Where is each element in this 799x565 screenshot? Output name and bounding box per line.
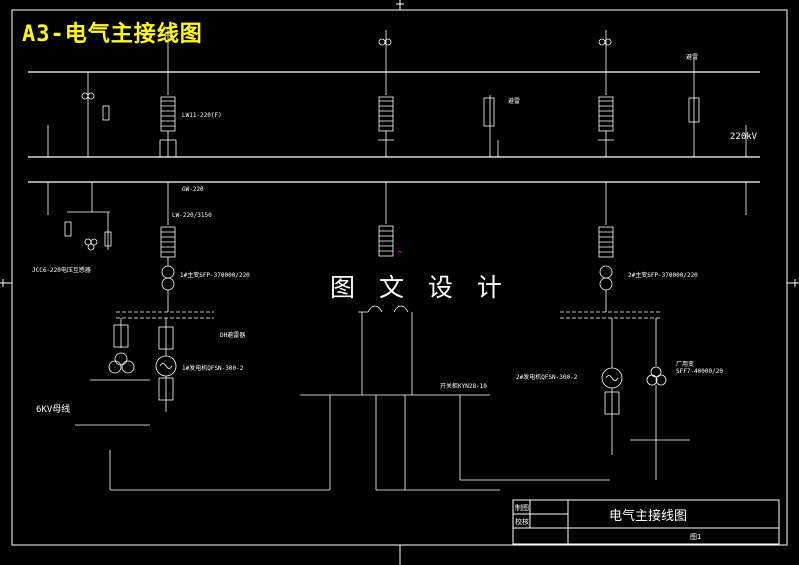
middle-feeder — [300, 30, 610, 491]
t2-label: 2#主变SFP-370000/220 — [628, 272, 698, 279]
title-block-name: 电气主接线图 — [608, 509, 687, 524]
left-vt-branch — [47, 72, 112, 251]
switchgear-label: 开关柜KYN28-10 — [440, 383, 487, 390]
right-top-label: 避雷 — [686, 54, 699, 61]
title-block-sheet: 图1 — [690, 533, 702, 541]
right-top-arrester — [688, 60, 747, 215]
title-block — [512, 499, 780, 545]
bus6-label: 6KV母线 — [36, 405, 71, 415]
small-arrester-label: DH避雷器 — [220, 332, 246, 339]
left-ds-label: GW-220 — [182, 186, 204, 193]
right-feeder — [560, 30, 690, 480]
g2-label: 2#发电机QFSN-300-2 — [516, 374, 578, 381]
busbar-voltage-label: 220kV — [730, 132, 758, 142]
busbar-220kv — [28, 71, 760, 183]
aux-model-label: SFF7-40000/20 — [676, 368, 723, 375]
mid-arrester-label: 避雷 — [508, 98, 521, 105]
t1-label: 1#主变SFP-370000/220 — [180, 272, 250, 279]
title-block-row2: 校核 — [515, 518, 529, 526]
aux-label: 厂用变 — [676, 361, 695, 368]
marker-icon: ^ — [396, 250, 404, 260]
g1-label: 1#发电机QFSN-300-2 — [182, 365, 244, 372]
left-cb-label: LW11-220(F) — [182, 112, 222, 119]
left-cb2-label: LW-220/3150 — [172, 212, 212, 219]
left-vt-label: JCC6-220电压互感器 — [32, 267, 91, 274]
drawing-title-banner: A3-电气主接线图 — [22, 22, 203, 47]
title-block-row1: 制图 — [515, 504, 529, 512]
left-feeder — [75, 30, 330, 491]
middle-right-arrester — [483, 95, 499, 157]
watermark: 图 文 设 计 — [330, 273, 510, 302]
